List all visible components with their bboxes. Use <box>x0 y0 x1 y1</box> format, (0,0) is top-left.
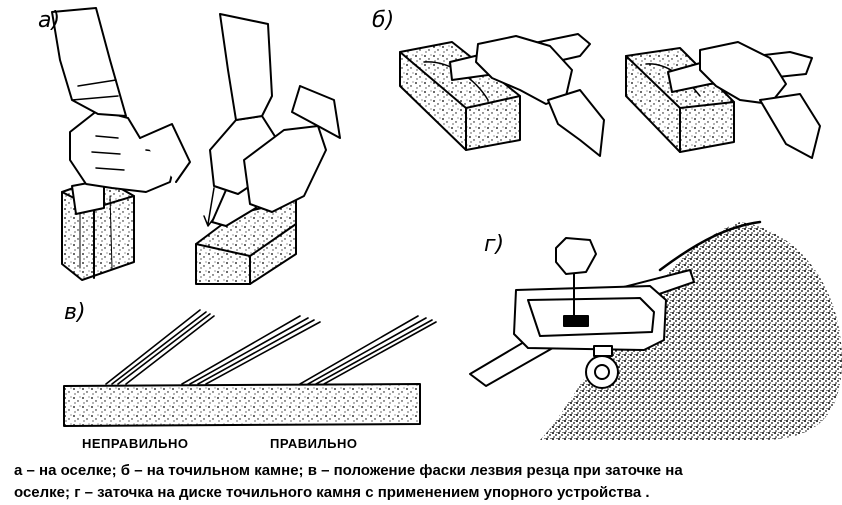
hone-base-v <box>63 383 421 427</box>
panel-a-figure-2 <box>195 13 341 285</box>
panel-b-figure-2 <box>625 41 821 159</box>
panel-b-figure-1 <box>399 33 605 157</box>
arm-b2 <box>759 93 821 159</box>
arm-a2-right <box>291 85 341 139</box>
grinding-wheel-disc <box>540 222 842 440</box>
sharpening-stone-b2 <box>625 47 735 153</box>
panel-label-v: в) <box>64 300 86 325</box>
panel-label-a: а) <box>38 8 61 33</box>
sharpening-stone-b1 <box>399 41 521 151</box>
blade-right-1 <box>181 315 321 385</box>
panel-a-figure-1 <box>51 7 191 281</box>
label-wrong: НЕПРАВИЛЬНО <box>82 436 189 451</box>
blade-right-2 <box>299 315 437 385</box>
label-right: ПРАВИЛЬНО <box>270 436 358 451</box>
arm-a1 <box>51 7 127 117</box>
caption-line-2: оселке; г – заточка на диске точильного … <box>14 484 650 501</box>
panel-v-bevel-diagram <box>63 309 437 427</box>
panel-g-grinding-wheel <box>469 220 842 440</box>
panel-label-b: б) <box>372 8 395 33</box>
arm-b1 <box>547 89 605 157</box>
blade-wrong <box>105 309 215 385</box>
hand-a2-right <box>243 125 327 213</box>
figure-caption: а – на оселке; б – на точильном камне; в… <box>14 460 834 504</box>
panel-label-g: г) <box>484 232 505 257</box>
clamp-knob <box>555 237 597 275</box>
caption-line-1: а – на оселке; б – на точильном камне; в… <box>14 462 683 479</box>
arm-a2-left <box>219 13 273 121</box>
